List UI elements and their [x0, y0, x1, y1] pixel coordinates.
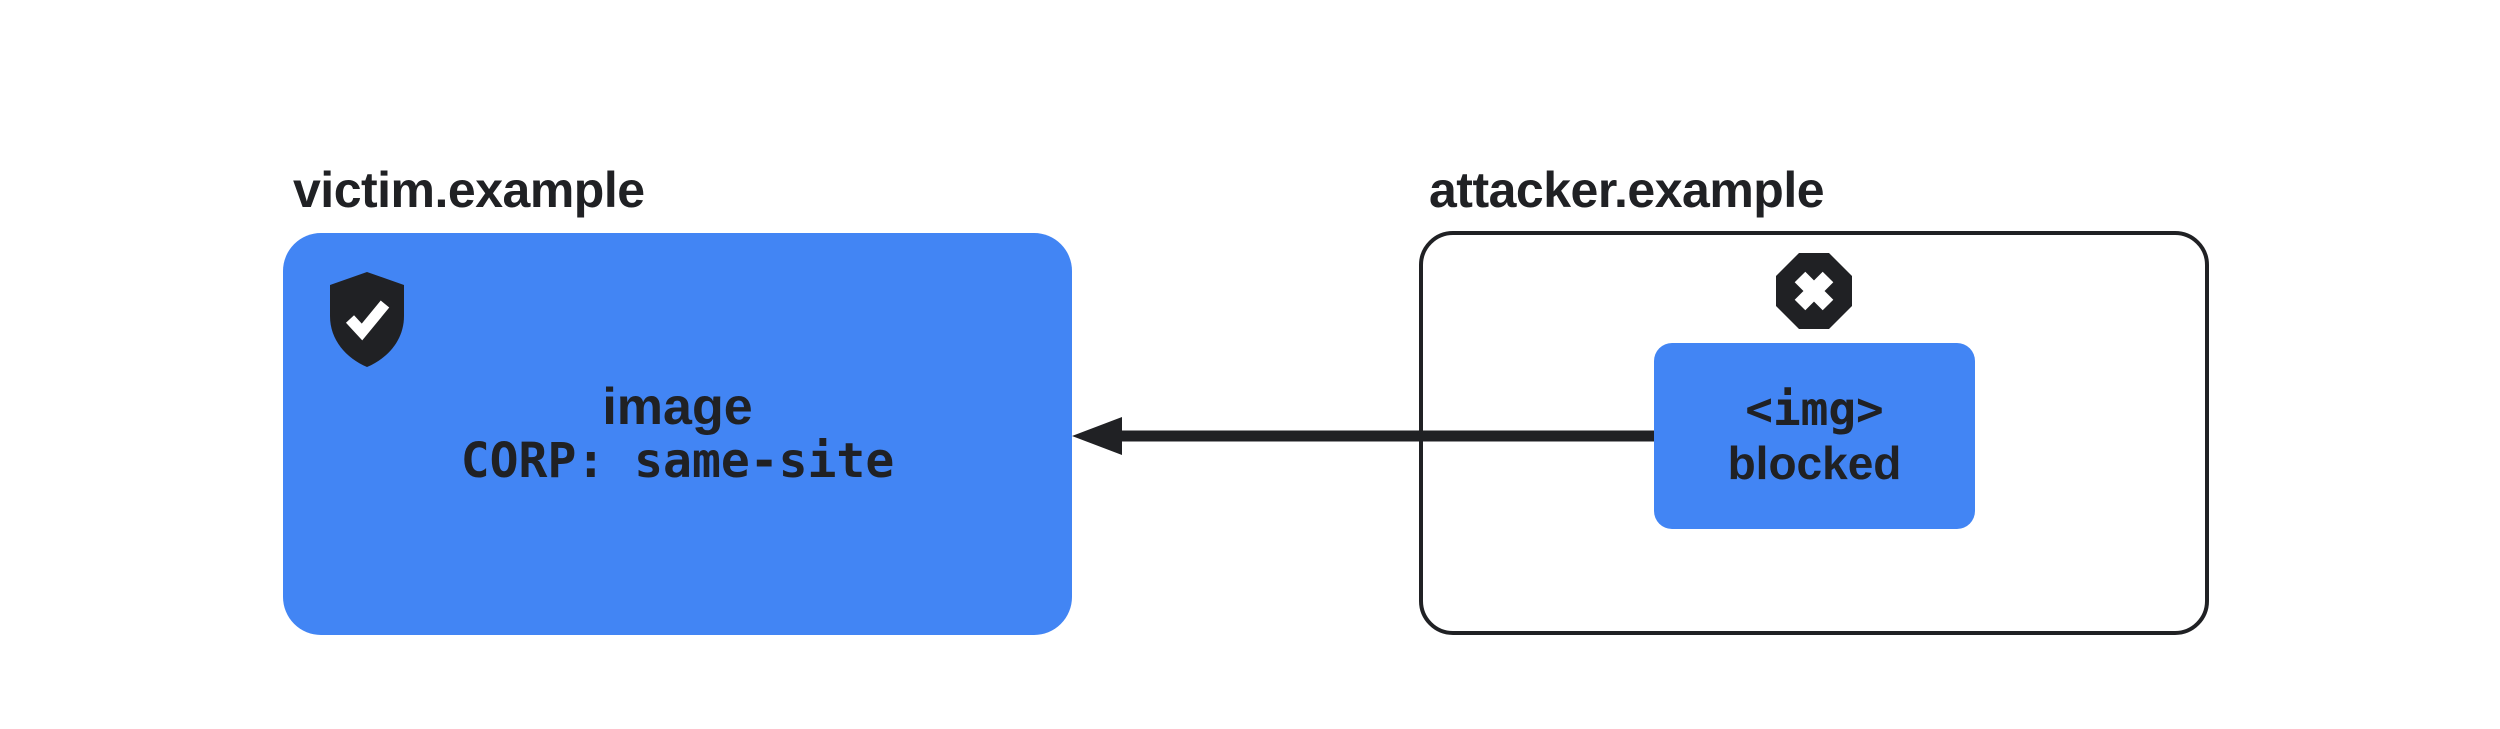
victim-corp-header: CORP: same-site	[460, 433, 895, 489]
attacker-site-box: <img> blocked	[1419, 231, 2209, 635]
shield-check-icon	[330, 272, 404, 367]
img-tag-label: <img>	[1745, 382, 1884, 436]
victim-resource-label: image	[602, 378, 753, 436]
blocked-x-octagon-icon	[1776, 253, 1852, 329]
victim-box-text: image CORP: same-site	[461, 380, 894, 488]
attacker-domain-label: attacker.example	[1429, 162, 1825, 218]
blocked-request-arrow	[1072, 417, 1654, 455]
img-request-box: <img> blocked	[1654, 343, 1975, 529]
victim-domain-label: victim.example	[293, 162, 645, 218]
blocked-status-label: blocked	[1727, 437, 1902, 489]
victim-site-box: image CORP: same-site	[283, 233, 1072, 635]
